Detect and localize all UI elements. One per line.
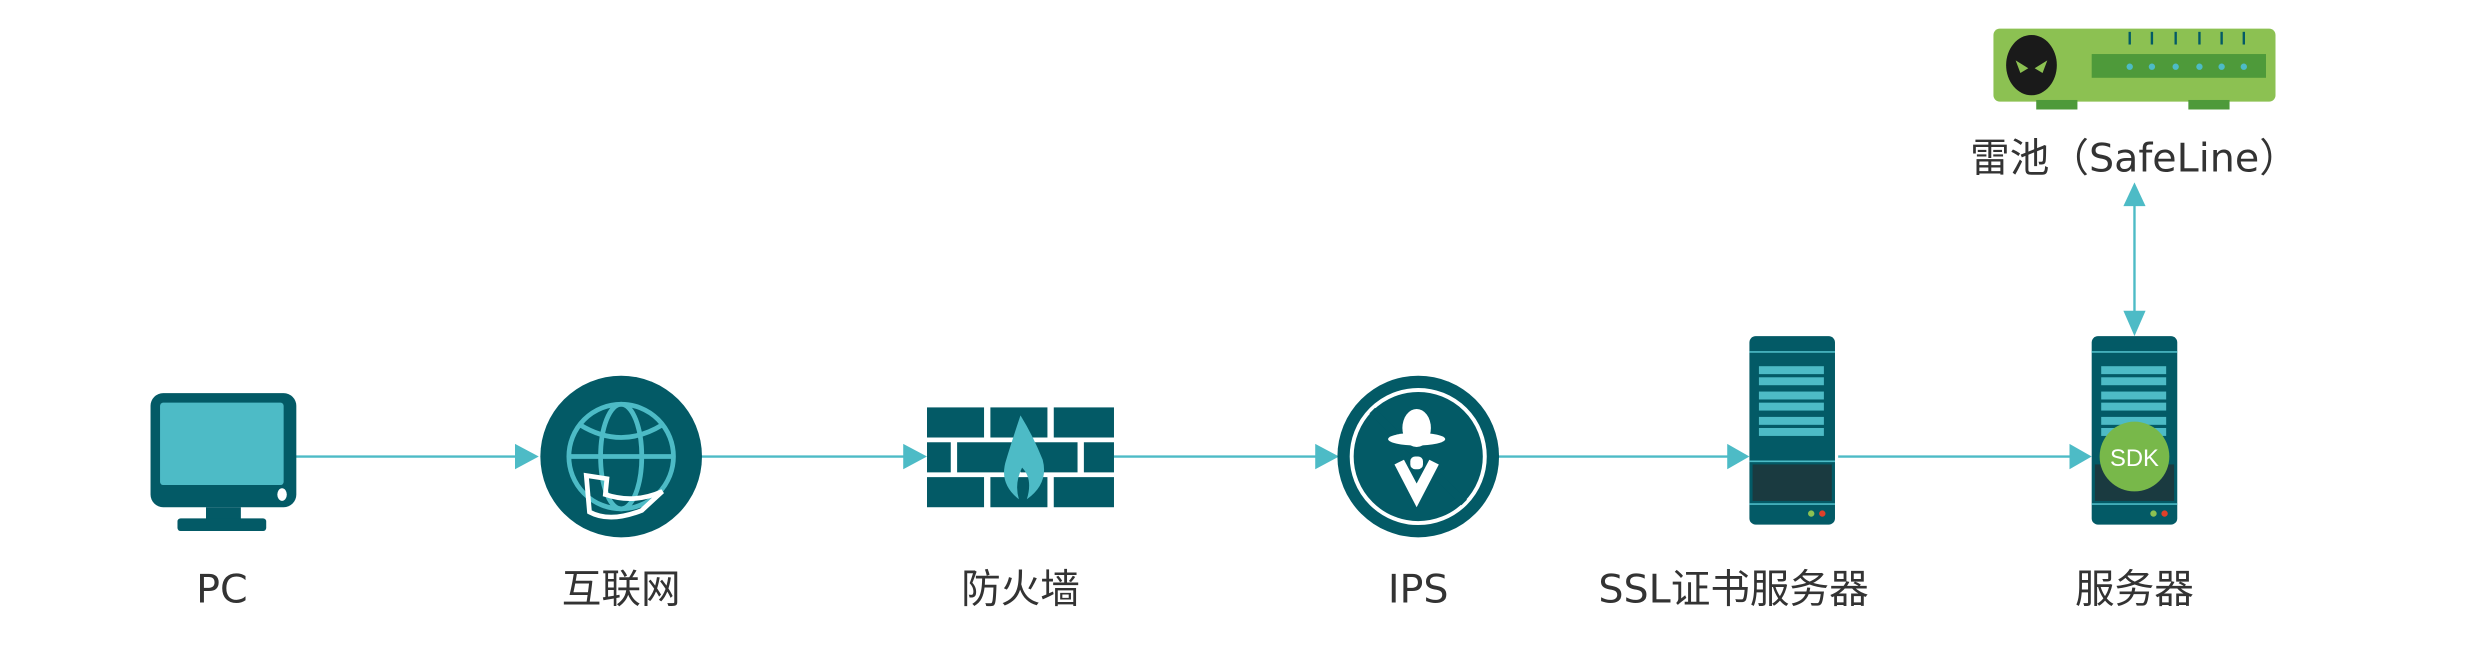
arrowhead bbox=[2069, 443, 2092, 470]
arrowhead bbox=[515, 443, 539, 470]
globe-icon bbox=[540, 375, 702, 538]
connectors bbox=[293, 182, 2146, 470]
label-server: 服务器 bbox=[2075, 566, 2194, 612]
safeline-device-icon bbox=[1993, 28, 2276, 110]
label-safeline: 雷池（SafeLine） bbox=[1970, 135, 2299, 181]
arrowhead bbox=[1315, 443, 1339, 470]
flame-icon bbox=[1004, 415, 1045, 500]
label-ips: IPS bbox=[1388, 566, 1449, 612]
label-ssl-server: SSL证书服务器 bbox=[1598, 566, 1868, 612]
arrowhead-up bbox=[2123, 182, 2146, 207]
label-internet: 互联网 bbox=[562, 566, 681, 612]
ips-spy-icon bbox=[1337, 375, 1500, 538]
sdk-badge: SDK bbox=[2099, 421, 2170, 492]
firewall-icon bbox=[927, 407, 1114, 508]
arrowhead bbox=[903, 443, 927, 470]
label-firewall: 防火墙 bbox=[961, 566, 1080, 612]
arrowhead-down bbox=[2123, 310, 2146, 337]
sdk-label: SDK bbox=[2110, 445, 2159, 472]
pc-icon bbox=[150, 393, 297, 531]
arrowhead bbox=[1727, 443, 1750, 470]
label-pc: PC bbox=[196, 566, 248, 612]
ssl-server-icon bbox=[1749, 336, 1835, 525]
safeline-logo-icon bbox=[2006, 35, 2057, 96]
